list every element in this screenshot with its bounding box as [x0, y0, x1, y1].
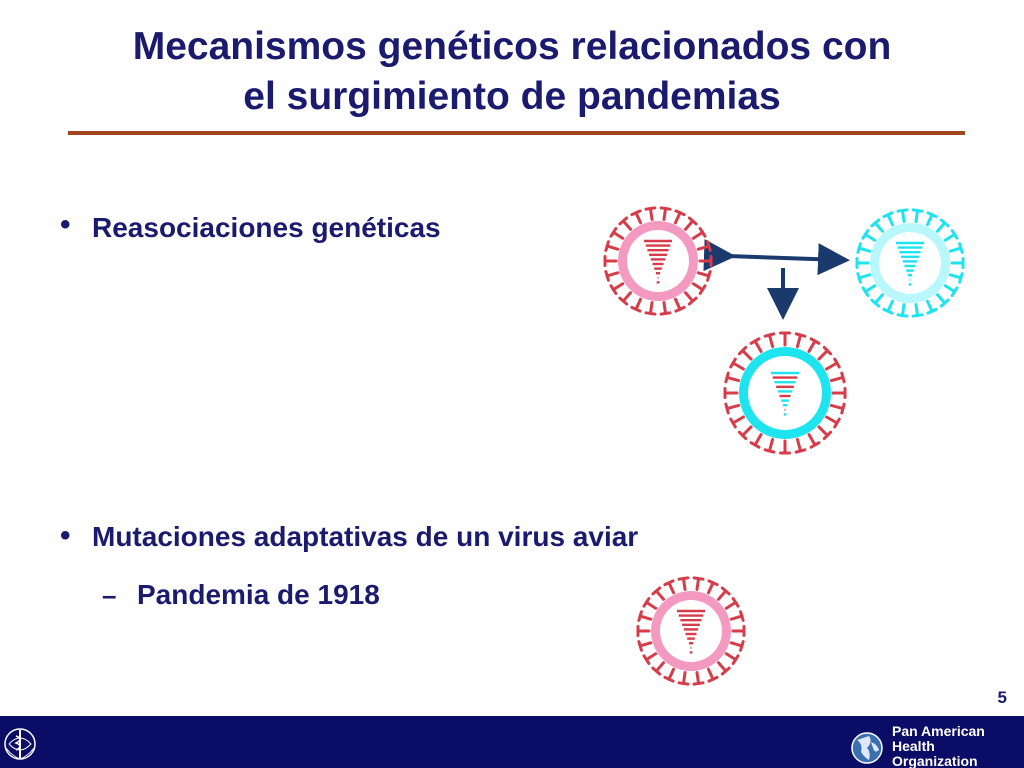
bullet-adaptive-mutations: Mutaciones adaptativas de un virus aviar — [92, 521, 639, 552]
sub-bullet-dash: – — [102, 580, 117, 610]
bullet-marker: • — [60, 208, 71, 241]
paho-globe-icon — [851, 732, 883, 764]
bullet-reassortment: Reasociaciones genéticas — [92, 212, 441, 243]
virus-human-cyan-icon — [855, 208, 965, 318]
title-underline — [68, 131, 965, 135]
bullet-marker: • — [60, 519, 71, 552]
sub-bullet-pandemic-1918: Pandemia de 1918 — [137, 579, 380, 610]
slide-title: Mecanismos genéticos relacionados con el… — [132, 25, 892, 118]
who-emblem-icon — [4, 728, 36, 760]
paho-org-name: Pan American Health Organization — [892, 723, 985, 768]
virus-1918-pink-icon — [636, 576, 746, 686]
footer-bar: Pan American Health Organization — [0, 716, 1024, 768]
double-arrow — [703, 239, 850, 276]
virus-reassortant-icon — [723, 331, 847, 455]
virus-avian-pink-icon — [603, 206, 713, 316]
page-number: 5 — [997, 688, 1007, 707]
